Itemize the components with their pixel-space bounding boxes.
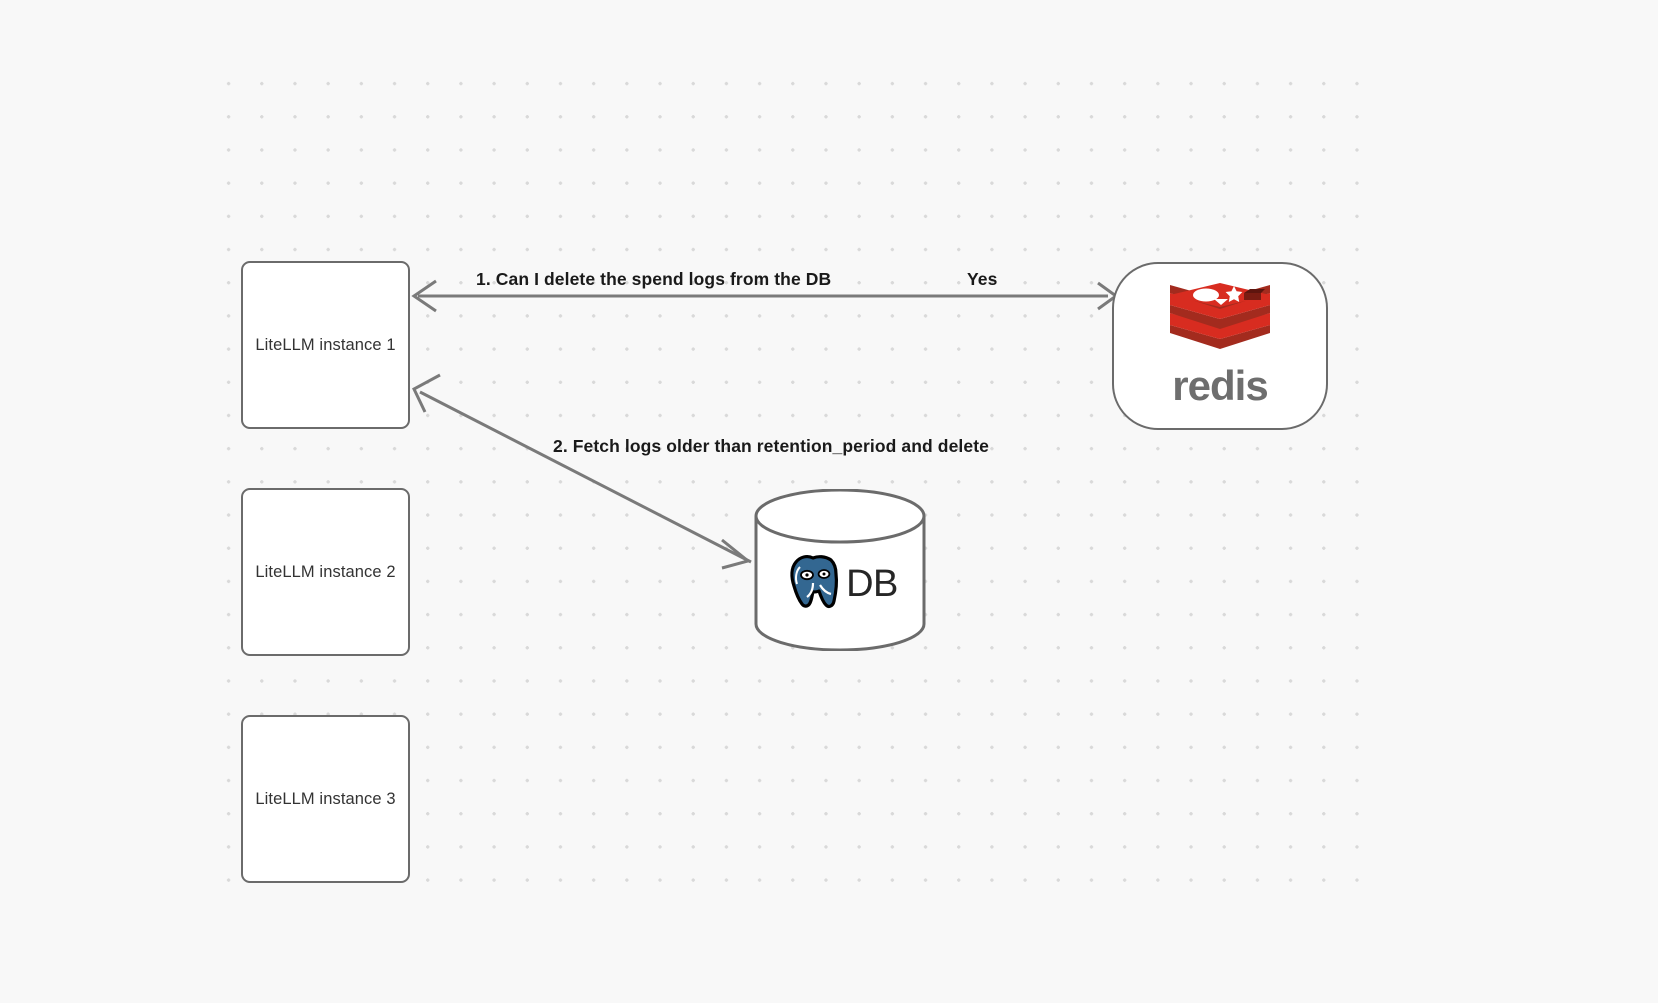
edge-label-step-2: 2. Fetch logs older than retention_perio… [553, 436, 989, 456]
db-content: DB [753, 539, 927, 629]
cylinder-shape [754, 489, 926, 651]
node-label: LiteLLM instance 3 [255, 789, 396, 808]
node-litellm-instance-3[interactable]: LiteLLM instance 3 [241, 715, 410, 883]
redis-logo-icon [1166, 282, 1274, 360]
db-label: DB [846, 562, 898, 605]
edge-database-to-instance1 [412, 373, 752, 570]
node-litellm-instance-2[interactable]: LiteLLM instance 2 [241, 488, 410, 656]
edge-label-step-1: 1. Can I delete the spend logs from the … [476, 269, 832, 289]
node-database[interactable]: DB [753, 489, 927, 651]
postgresql-elephant-icon [782, 549, 848, 620]
redis-wordmark: redis [1172, 361, 1268, 409]
node-label: LiteLLM instance 1 [255, 335, 396, 354]
redis-logo-wrap: redis [1114, 264, 1326, 428]
edge-label-yes: Yes [967, 269, 998, 289]
node-redis[interactable]: redis [1112, 262, 1328, 430]
node-label: LiteLLM instance 2 [255, 562, 396, 581]
node-litellm-instance-1[interactable]: LiteLLM instance 1 [241, 261, 410, 429]
